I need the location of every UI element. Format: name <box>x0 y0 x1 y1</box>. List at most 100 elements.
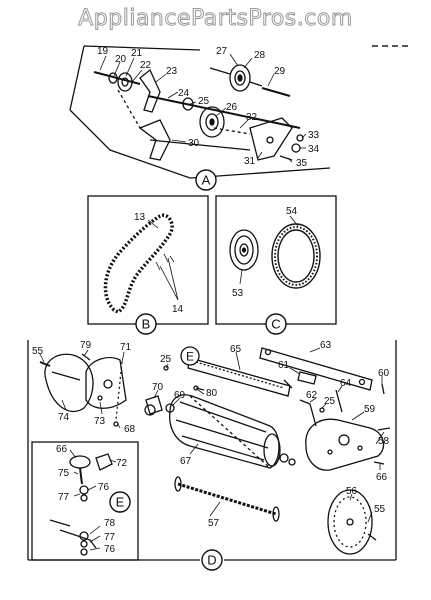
section-c-callouts: 54 53 <box>232 206 298 299</box>
callout-a-20: 20 <box>115 54 127 65</box>
callout-d-65: 65 <box>230 344 242 355</box>
bar-63 <box>259 347 373 391</box>
callout-a-28: 28 <box>254 50 266 61</box>
section-b-box <box>87 195 209 325</box>
callout-a-32: 32 <box>246 112 258 123</box>
section-d-leaders <box>39 347 385 523</box>
section-b-callouts: 13 14 <box>134 212 184 315</box>
callout-d-63: 63 <box>320 340 332 351</box>
washer-20 <box>108 72 118 84</box>
tire-54 <box>271 223 321 289</box>
callout-a-19: 19 <box>97 46 109 57</box>
section-a-leaders <box>99 53 307 163</box>
wheel-56 <box>327 489 373 555</box>
badge-b: B <box>135 313 157 335</box>
bolt-35 <box>279 155 293 161</box>
chain-13 <box>103 213 174 314</box>
callout-c-53: 53 <box>232 288 244 299</box>
callout-a-31: 31 <box>244 156 256 167</box>
bracket-61 <box>297 371 317 385</box>
bracket-23 <box>139 68 161 113</box>
badge-d-sub-e-label: E <box>186 350 194 364</box>
badge-e: E <box>109 491 131 513</box>
callout-d-59: 59 <box>364 404 376 415</box>
callout-d-68: 68 <box>124 424 136 435</box>
callout-d-80: 80 <box>206 388 218 399</box>
callout-a-34: 34 <box>308 144 320 155</box>
callout-e-77a: 77 <box>58 492 70 503</box>
callout-a-21: 21 <box>131 48 143 59</box>
badge-d: D <box>201 549 223 571</box>
bolt-66 <box>373 461 385 465</box>
callout-d-71: 71 <box>120 342 132 353</box>
badge-e-label: E <box>116 495 125 510</box>
callout-d-58: 58 <box>378 436 390 447</box>
screw-60 <box>381 383 385 395</box>
callout-a-27: 27 <box>216 46 228 57</box>
callout-e-78: 78 <box>104 518 116 529</box>
pin-29 <box>261 87 291 97</box>
nut-34 <box>291 143 301 153</box>
shaft-24 <box>147 95 301 129</box>
badge-a: A <box>195 169 217 191</box>
badge-c-label: C <box>271 317 280 332</box>
pulley-53 <box>229 229 259 271</box>
inset-e-parts <box>49 453 113 556</box>
callout-a-24: 24 <box>178 88 190 99</box>
callout-d-73: 73 <box>94 416 106 427</box>
callout-c-54: 54 <box>286 206 298 217</box>
callout-d-61: 61 <box>278 360 290 371</box>
callout-a-22: 22 <box>140 60 152 71</box>
inset-e-callouts: 66 72 75 77 76 78 77 76 <box>56 444 128 555</box>
side-cover-74 <box>44 353 94 413</box>
callout-e-66: 66 <box>56 444 68 455</box>
callout-d-56: 56 <box>346 486 358 497</box>
section-a <box>69 45 331 179</box>
badge-c: C <box>265 313 287 335</box>
callout-e-77b: 77 <box>104 532 116 543</box>
section-b-leaders <box>147 219 179 301</box>
callout-d-60: 60 <box>378 368 390 379</box>
section-a-frame <box>69 45 331 179</box>
callout-a-29: 29 <box>274 66 286 77</box>
pulley-26 <box>199 106 225 138</box>
callout-d-70: 70 <box>152 382 164 393</box>
callout-a-30: 30 <box>188 138 200 149</box>
callout-d-66: 66 <box>376 472 388 483</box>
callout-d-74: 74 <box>58 412 70 423</box>
cover-73 <box>85 357 127 409</box>
badge-b-label: B <box>142 317 151 332</box>
callout-d-25b: 25 <box>324 396 336 407</box>
callout-d-55a: 55 <box>32 346 44 357</box>
badge-d-sub-e: E <box>180 346 200 366</box>
inset-e-box <box>31 441 139 561</box>
badge-a-label: A <box>202 173 211 188</box>
reel-67 <box>169 394 280 469</box>
collar-25 <box>182 97 194 111</box>
callout-d-55b: 55 <box>374 504 386 515</box>
callout-e-72: 72 <box>116 458 128 469</box>
section-c-leaders <box>239 215 299 285</box>
pulley-28 <box>229 64 251 92</box>
callout-d-25a: 25 <box>160 354 172 365</box>
nut-33 <box>296 134 304 142</box>
callout-a-26: 26 <box>226 102 238 113</box>
link-64 <box>335 389 343 413</box>
watermark: AppliancePartsPros.com <box>78 6 353 32</box>
callout-d-64: 64 <box>340 378 352 389</box>
callout-a-33: 33 <box>308 130 320 141</box>
callout-d-79: 79 <box>80 340 92 351</box>
callout-d-69: 69 <box>174 390 186 401</box>
screw-58 <box>377 427 391 431</box>
link-62 <box>299 399 317 427</box>
inset-e-leaders <box>69 449 117 551</box>
shaft-57 <box>177 482 277 516</box>
callout-b-13: 13 <box>134 212 146 223</box>
callout-d-62: 62 <box>306 390 318 401</box>
callout-e-76b: 76 <box>104 544 116 555</box>
callout-a-25: 25 <box>198 96 210 107</box>
plate-31 <box>249 117 293 161</box>
section-d-parts <box>39 347 391 555</box>
callout-d-67: 67 <box>180 456 192 467</box>
